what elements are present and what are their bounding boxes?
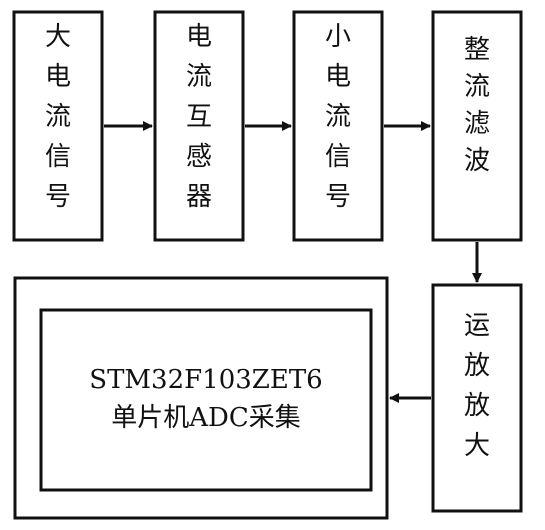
label-char: 流: [325, 102, 351, 132]
label-char: 信: [325, 142, 351, 172]
label-char: 放: [464, 351, 490, 381]
node-rectify-filter: 整流滤波: [431, 10, 523, 242]
node-current-transformer: 电流互感器: [153, 10, 245, 242]
mcu-outer-frame: [13, 276, 389, 520]
label-char: 号: [45, 182, 71, 212]
mcu-label-line1: STM32F103ZET6: [89, 365, 322, 395]
node-rectify-filter-label: 整流滤波: [464, 35, 490, 176]
node-op-amp: 运放放大: [431, 283, 523, 513]
label-char: 流: [186, 62, 212, 92]
label-char: 电: [45, 62, 71, 92]
label-char: 电: [325, 62, 351, 92]
label-char: 波: [464, 146, 490, 176]
label-char: 电: [186, 22, 212, 52]
node-big-current-signal-label: 大电流信号: [45, 22, 71, 212]
label-char: 运: [464, 311, 490, 341]
label-char: 滤: [464, 109, 490, 139]
mcu-inner-frame: [39, 308, 373, 492]
node-big-current-signal: 大电流信号: [12, 10, 104, 242]
node-current-transformer-label: 电流互感器: [186, 22, 212, 212]
label-char: 大: [45, 22, 71, 52]
mcu-label-line2: 单片机ADC采集: [111, 403, 301, 433]
node-small-current-signal-label: 小电流信号: [325, 22, 351, 212]
label-char: 小: [325, 22, 351, 52]
node-small-current-signal: 小电流信号: [292, 10, 384, 242]
label-char: 放: [464, 391, 490, 421]
label-char: 器: [186, 182, 212, 212]
label-char: 流: [45, 102, 71, 132]
label-char: 互: [186, 102, 212, 132]
label-char: 整: [464, 35, 490, 65]
node-mcu-adc: STM32F103ZET6 单片机ADC采集: [13, 276, 389, 520]
label-char: 号: [325, 182, 351, 212]
label-char: 流: [464, 72, 490, 102]
node-op-amp-label: 运放放大: [464, 311, 490, 461]
label-char: 大: [464, 431, 490, 461]
label-char: 感: [186, 142, 212, 172]
label-char: 信: [45, 142, 71, 172]
